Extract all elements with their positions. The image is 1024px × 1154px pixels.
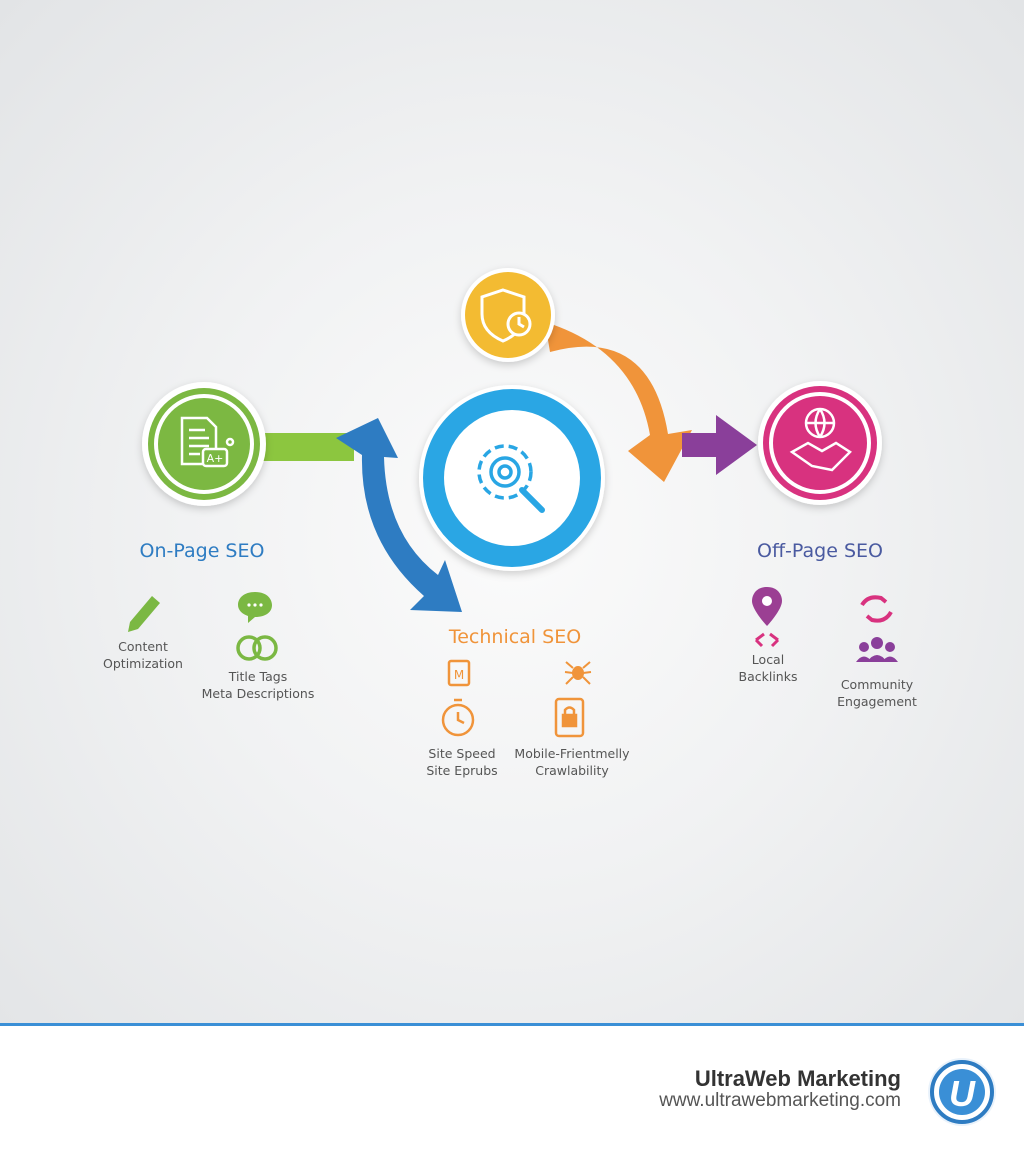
technical-title: Technical SEO — [448, 626, 582, 648]
offpage-title: Off-Page SEO — [757, 540, 883, 562]
shield-clock-icon — [480, 288, 532, 343]
seo-flow-diagram: A+ M — [128, 268, 898, 738]
mobile-lock-icon — [554, 697, 585, 738]
blue-cycle-arrow — [336, 418, 462, 612]
brand-url: www.ultrawebmarketing.com — [659, 1090, 901, 1111]
people-group-icon — [856, 637, 898, 662]
onpage-node — [142, 382, 266, 506]
globe-handshake-icon — [789, 407, 852, 472]
spider-icon — [564, 661, 592, 685]
link-rings-icon — [236, 635, 278, 661]
svg-text:M: M — [454, 668, 464, 682]
brand-name: UltraWeb Marketing — [694, 1066, 901, 1091]
refresh-arrows-icon — [860, 595, 893, 623]
gear-magnifier-icon — [477, 444, 545, 513]
onpage-title: On-Page SEO — [139, 540, 265, 562]
footer-divider — [0, 1023, 1024, 1026]
svg-text:A+: A+ — [207, 452, 224, 465]
sitemap-icon: M — [447, 659, 471, 687]
brand-logo: U — [928, 1058, 996, 1126]
chat-bubble-icon — [238, 592, 272, 623]
pencil-icon — [128, 596, 160, 632]
location-pin-icon — [752, 587, 782, 626]
link-arrows-icon — [754, 632, 780, 648]
document-grade-icon: A+ — [180, 416, 235, 468]
brand-logo-letter: U — [949, 1073, 976, 1114]
purple-arrow — [682, 415, 757, 475]
offpage-node — [758, 381, 882, 505]
security-node — [461, 268, 555, 362]
stopwatch-icon — [441, 698, 475, 737]
technical-node — [419, 385, 605, 571]
yellow-to-offpage-arrow — [545, 322, 692, 482]
footer — [0, 1026, 1024, 1154]
